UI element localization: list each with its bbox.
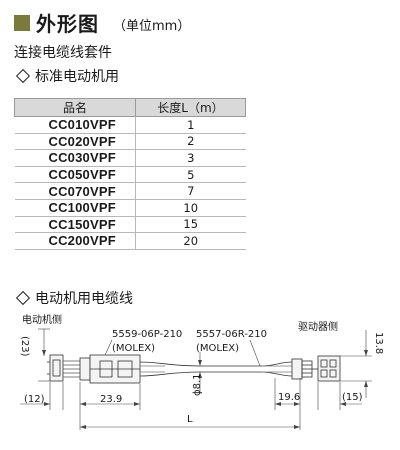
molex-plug-left bbox=[79, 354, 141, 384]
left-leads bbox=[63, 360, 80, 378]
page-title: 外形图 bbox=[36, 12, 99, 36]
page-header: 外形图 （单位mm） bbox=[14, 8, 190, 37]
left-connector-part: 5559-06P-210 bbox=[112, 329, 183, 340]
column-header-model: 品名 bbox=[14, 98, 136, 117]
dim-23-9: 23.9 bbox=[100, 394, 123, 405]
model-cell: CC150VPF bbox=[14, 216, 136, 234]
table-header-row: 品名 长度L（m） bbox=[14, 98, 246, 117]
length-cell: 5 bbox=[135, 166, 246, 184]
length-cell: 2 bbox=[135, 133, 246, 151]
dim-15: (15) bbox=[342, 392, 363, 403]
dimension-arrows bbox=[42, 350, 368, 429]
model-cell: CC030VPF bbox=[14, 149, 136, 167]
left-connector-maker: (MOLEX) bbox=[112, 343, 156, 354]
length-cell: 15 bbox=[135, 216, 246, 234]
molex-plug-right bbox=[291, 358, 313, 380]
length-cell: 20 bbox=[135, 232, 246, 250]
model-cell: CC100VPF bbox=[14, 199, 136, 217]
length-cell: 7 bbox=[135, 182, 246, 200]
dim-19-6: 19.6 bbox=[278, 392, 301, 403]
driver-connector bbox=[312, 355, 341, 382]
dim-12: (12) bbox=[24, 394, 45, 405]
length-section-title: 标准电动机用 bbox=[35, 69, 119, 85]
drawing-section-title: 电动机用电缆线 bbox=[35, 291, 133, 307]
model-cell: CC050VPF bbox=[14, 166, 136, 184]
column-header-length: 长度L（m） bbox=[135, 98, 246, 117]
length-section-heading: 标准电动机用 bbox=[14, 66, 119, 86]
product-subtitle: 连接电缆线套件 bbox=[14, 45, 112, 61]
length-cell: 3 bbox=[135, 149, 246, 167]
model-cell: CC070VPF bbox=[14, 182, 136, 200]
dim-phi: ϕ8.1 bbox=[192, 373, 203, 397]
title-marker bbox=[14, 14, 30, 31]
motor-side-label: 电动机侧 bbox=[22, 315, 62, 326]
driver-side-label: 驱动器侧 bbox=[298, 322, 338, 333]
motor-connector bbox=[47, 354, 64, 382]
drawing-section-heading: 电动机用电缆线 bbox=[14, 288, 133, 308]
unit-note: （单位mm） bbox=[113, 18, 191, 34]
cable-body bbox=[139, 361, 293, 377]
model-cell: CC010VPF bbox=[14, 116, 136, 134]
model-cell: CC200VPF bbox=[14, 232, 136, 250]
right-connector-maker: (MOLEX) bbox=[196, 343, 240, 354]
model-cell: CC020VPF bbox=[14, 133, 136, 151]
length-cell: 10 bbox=[135, 199, 246, 217]
right-connector-part: 5557-06R-210 bbox=[196, 329, 268, 340]
dim-L: L bbox=[187, 414, 193, 425]
dim-13-8: 13.8 bbox=[373, 332, 384, 355]
dim-23: (23) bbox=[19, 336, 30, 357]
length-cell: 1 bbox=[135, 116, 246, 134]
